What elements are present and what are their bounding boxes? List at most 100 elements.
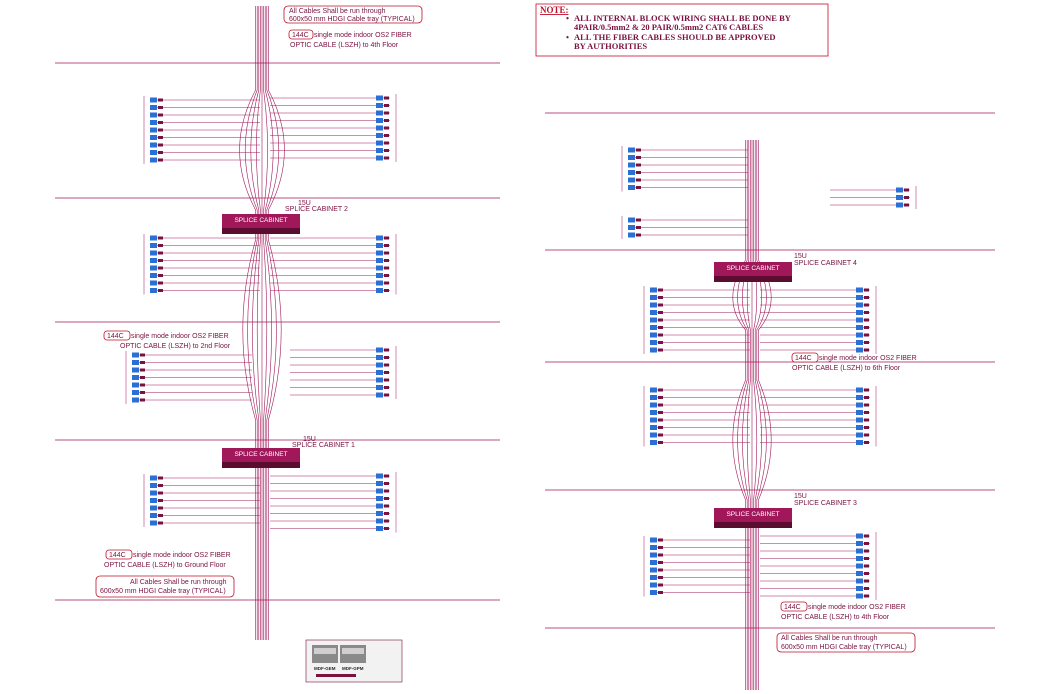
port-tag: [158, 514, 163, 517]
left-bottom-fiber-line-1: single mode indoor OS2 FIBER: [133, 552, 231, 559]
port-box: [376, 95, 383, 101]
left-bundle-strand: [268, 6, 285, 640]
port-box: [376, 140, 383, 146]
port-box: [628, 155, 635, 160]
left-bundle-strand: [250, 6, 260, 640]
cabinet-2-size: 15U: [298, 200, 311, 207]
port-tag: [636, 148, 641, 152]
port-tag: [658, 576, 663, 579]
right-mid-fiber-callout: 144C single mode indoor OS2 FIBER OPTIC …: [791, 352, 917, 372]
port-box: [628, 217, 635, 223]
port-box: [856, 302, 863, 308]
port-tag: [658, 433, 663, 437]
port-box: [856, 310, 863, 315]
port-box: [150, 513, 157, 518]
left-bottom-callout-line-1: All Cables Shall be run through: [130, 579, 227, 586]
port-box: [376, 250, 383, 256]
port-box: [650, 425, 657, 430]
port-box: [376, 103, 383, 108]
port-tag: [864, 403, 869, 407]
port-box: [650, 387, 657, 393]
port-tag: [140, 398, 145, 402]
port-tag: [864, 341, 869, 344]
port-box: [376, 347, 383, 353]
port-box: [132, 390, 139, 395]
mdf-label-b: MDF-GPM: [342, 666, 364, 671]
port-tag: [864, 433, 869, 437]
port-box: [856, 586, 863, 591]
cabinet-2-title: SPLICE CABINET: [234, 217, 287, 224]
left-top-fiber-line-2: OPTIC CABLE (LSZH) to 4th Floor: [290, 42, 399, 49]
right-bottom-fiber-line-2: OPTIC CABLE (LSZH) to 4th Floor: [781, 614, 890, 621]
port-tag: [158, 506, 163, 510]
port-tag: [384, 266, 389, 270]
port-box: [856, 317, 863, 323]
cabinet-1-size: 15U: [303, 436, 316, 443]
right-mid-fiber-line-2: OPTIC CABLE (LSZH) to 6th Floor: [792, 365, 901, 372]
port-box: [896, 187, 903, 193]
port-box: [650, 395, 657, 400]
port-tag: [158, 121, 163, 124]
port-box: [150, 250, 157, 256]
port-tag: [384, 527, 389, 530]
port-tag: [384, 504, 389, 508]
port-tag: [658, 426, 663, 429]
port-tag: [158, 151, 163, 154]
port-tag: [864, 348, 869, 352]
port-box: [856, 287, 863, 293]
port-tag: [864, 594, 869, 598]
right-bottom-callout-line-2: 600x50 mm HDGI Cable tray (TYPICAL): [781, 644, 907, 651]
port-box: [376, 243, 383, 248]
port-tag: [864, 318, 869, 322]
port-tag: [658, 388, 663, 392]
port-tag: [384, 149, 389, 152]
port-tag: [158, 251, 163, 255]
port-box: [376, 503, 383, 509]
port-tag: [158, 236, 163, 240]
port-box: [856, 395, 863, 400]
left-bundle-strand: [266, 6, 280, 640]
right-bundle-strand: [754, 140, 762, 690]
port-box: [150, 243, 157, 248]
splice-cabinet-4: SPLICE CABINET 15U SPLICE CABINET 4: [714, 253, 857, 282]
port-tag: [636, 171, 641, 174]
port-box: [856, 332, 863, 338]
port-tag: [636, 226, 641, 229]
port-box: [376, 385, 383, 390]
port-box: [132, 375, 139, 380]
port-box: [650, 537, 657, 543]
left-mid-fiber-line-2: OPTIC CABLE (LSZH) to 2nd Floor: [120, 343, 231, 350]
splice-cabinet-3: SPLICE CABINET 15U SPLICE CABINET 3: [714, 493, 857, 528]
left-bundle-strand: [244, 6, 258, 640]
port-box: [628, 185, 635, 190]
port-tag: [636, 178, 641, 182]
port-box: [150, 490, 157, 496]
port-box: [376, 258, 383, 263]
port-tag: [864, 564, 869, 568]
port-box: [856, 417, 863, 423]
right-mid-fiber-line-1: single mode indoor OS2 FIBER: [819, 355, 917, 362]
port-box: [376, 265, 383, 271]
port-tag: [904, 203, 909, 207]
port-box: [150, 288, 157, 293]
port-tag: [384, 141, 389, 145]
port-tag: [864, 418, 869, 422]
floor-lines: [55, 62, 995, 629]
port-tag: [384, 251, 389, 255]
port-tag: [864, 542, 869, 545]
port-box: [376, 370, 383, 375]
port-box: [628, 232, 635, 238]
port-box: [376, 511, 383, 516]
port-tag: [384, 156, 389, 160]
note-line-1: ALL INTERNAL BLOCK WIRING SHALL BE DONE …: [574, 13, 791, 23]
port-tag: [864, 303, 869, 307]
port-tag: [864, 549, 869, 553]
port-tag: [658, 418, 663, 422]
port-box: [856, 295, 863, 300]
port-box: [628, 162, 635, 168]
left-cable-bundle: [239, 6, 285, 640]
right-mid-fiber-badge: 144C: [795, 355, 812, 362]
port-tag: [864, 311, 869, 314]
port-box: [376, 118, 383, 123]
port-box: [650, 340, 657, 345]
